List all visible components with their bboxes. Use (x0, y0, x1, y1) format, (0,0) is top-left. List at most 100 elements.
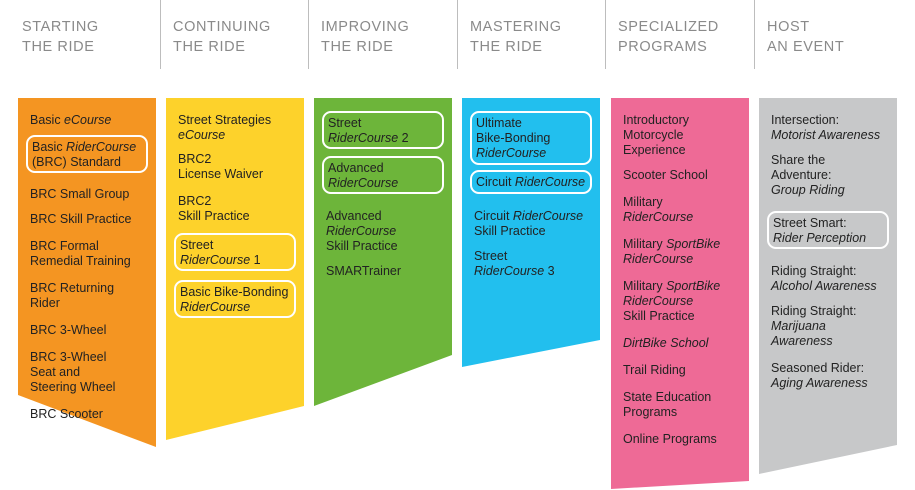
text-part: BRC Skill Practice (30, 212, 132, 226)
program-item[interactable]: Basic eCourse (30, 113, 111, 128)
program-item-line: Ultimate (476, 116, 590, 131)
text-part: 2 (398, 131, 409, 145)
text-part: Riding Straight: (771, 264, 857, 278)
program-item[interactable]: Trail Riding (623, 363, 686, 378)
program-item[interactable]: Online Programs (623, 432, 717, 447)
program-item-line: Marijuana (771, 319, 856, 334)
italic-part: Group Riding (771, 183, 845, 197)
program-item-line: Seat and (30, 365, 115, 380)
program-item-line: Skill Practice (178, 209, 250, 224)
program-item[interactable]: BRC Skill Practice (30, 212, 131, 227)
header-line: MASTERING (470, 19, 562, 35)
program-item-line: Street (474, 249, 555, 264)
program-item-line: RiderCourse (326, 224, 398, 239)
program-item-line: Online Programs (623, 432, 717, 447)
highlighted-program[interactable]: Street Smart:Rider Perception (767, 211, 889, 249)
program-item[interactable]: Circuit RiderCourse (472, 172, 590, 190)
text-part: Military (623, 279, 667, 293)
header-line: THE RIDE (22, 39, 95, 55)
program-item[interactable]: Seasoned Rider:Aging Awareness (771, 361, 868, 391)
text-part: BRC Returning (30, 281, 115, 295)
italic-part: RiderCourse (514, 175, 586, 189)
program-item-line: RiderCourse (180, 300, 294, 315)
program-item-line: BRC 3-Wheel (30, 323, 106, 338)
text-part: Basic (30, 113, 65, 127)
program-item-line: Skill Practice (326, 239, 398, 254)
text-part: Seat and (30, 365, 81, 379)
header-line: THE RIDE (321, 39, 394, 55)
program-item-line: RiderCourse (623, 294, 720, 309)
italic-part: SportBike (666, 279, 721, 293)
program-item[interactable]: DirtBike School (623, 336, 708, 351)
program-item-line: DirtBike School (623, 336, 708, 351)
program-item[interactable]: SMARTrainer (326, 264, 401, 279)
program-item-line: Bike-Bonding (476, 131, 590, 146)
program-item-line: BRC Scooter (30, 407, 103, 422)
program-item[interactable]: Intersection:Motorist Awareness (771, 113, 880, 143)
text-part: BRC2 (178, 194, 212, 208)
header-line: PROGRAMS (618, 39, 708, 55)
program-item-line: Motorist Awareness (771, 128, 880, 143)
program-item[interactable]: BRC Scooter (30, 407, 103, 422)
program-item-line: BRC Returning (30, 281, 114, 296)
text-part: BRC 3-Wheel (30, 323, 107, 337)
program-item-line: BRC2 (178, 194, 250, 209)
highlighted-program[interactable]: Basic RiderCourse(BRC) Standard (26, 135, 148, 173)
column-band-fill (611, 98, 749, 489)
program-item[interactable]: Riding Straight:Alcohol Awareness (771, 264, 877, 294)
program-item-line: Experience (623, 143, 689, 158)
program-item[interactable]: BRC 3-Wheel (30, 323, 106, 338)
text-part: Street (328, 116, 362, 130)
program-item-line: Riding Straight: (771, 264, 877, 279)
header-line: HOST (767, 19, 810, 35)
program-item[interactable]: BRC Small Group (30, 187, 129, 202)
highlighted-program[interactable]: Circuit RiderCourse (470, 170, 592, 194)
text-part: Bike-Bonding (476, 131, 551, 145)
program-item[interactable]: Basic RiderCourse(BRC) Standard (28, 137, 146, 170)
program-item[interactable]: Scooter School (623, 168, 708, 183)
program-item-line: Circuit RiderCourse (474, 209, 583, 224)
program-item-line: Share the (771, 153, 845, 168)
text-part: Military (623, 195, 663, 209)
text-part: Riding Straight: (771, 304, 857, 318)
text-part: Skill Practice (623, 309, 695, 323)
program-item[interactable]: Street Smart:Rider Perception (769, 213, 887, 246)
program-item-line: Basic RiderCourse (32, 140, 146, 155)
italic-part: RiderCourse (326, 224, 397, 238)
program-item-line: Scooter School (623, 168, 708, 183)
program-item-line: State Education (623, 390, 711, 405)
text-part: Rider (30, 296, 60, 310)
text-part: Seasoned Rider: (771, 361, 865, 375)
text-part: Share the (771, 153, 826, 167)
program-item-line: RiderCourse (623, 252, 720, 267)
